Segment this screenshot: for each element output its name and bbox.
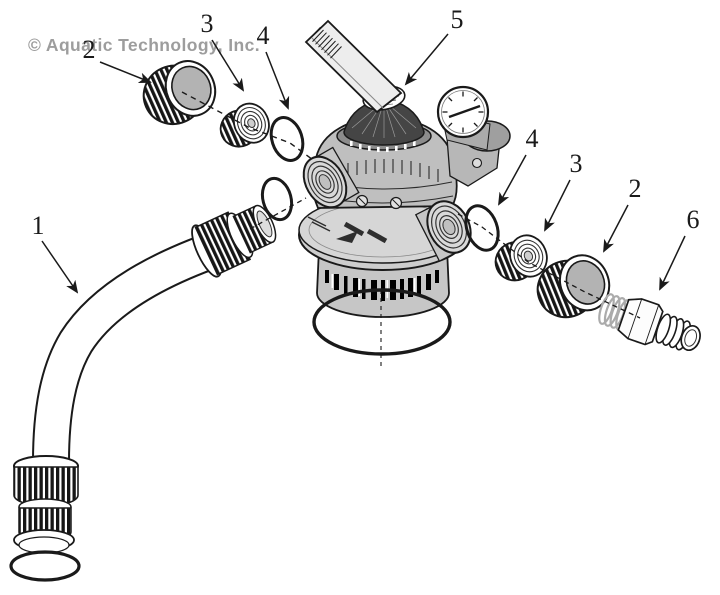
watermark-text: © Aquatic Technology, Inc. [28,35,260,55]
callout-1-arrow [41,240,79,294]
callout-2-left-label: 2 [83,35,96,64]
valve-base-oring [312,288,452,356]
callout-3-left-arrow [211,39,245,92]
hose-bottom-union-nuts [13,455,79,554]
gauge-needle [448,104,481,119]
callout-1: 1 [32,211,79,294]
callout-4-right: 4 [498,124,539,206]
callout-4-left: 4 [257,21,290,110]
callout-6-arrow [659,235,686,291]
callout-6-label: 6 [687,205,700,234]
hose-top-oring [260,176,294,222]
callout-3-left-label: 3 [201,9,214,38]
right-assembly-axis [457,213,641,319]
callout-3-left: 3 [201,9,245,92]
callout-5-label: 5 [451,5,464,34]
multiport-valve [298,19,511,318]
callout-5: 5 [404,5,464,86]
hose-assembly [9,176,307,582]
callout-2-left: 2 [83,35,152,84]
callout-1-label: 1 [32,211,45,240]
callout-4-left-arrow [265,51,290,110]
handle-grip-hatch [309,26,342,59]
union-nut-small-left [219,102,270,148]
valve-handle [304,19,403,114]
callout-5-arrow [404,33,449,86]
hose-axis-dashed-line [249,197,307,230]
callout-4-right-label: 4 [526,124,539,153]
oring-left [269,116,305,162]
valve-right-port [414,200,472,262]
callout-2-left-arrow [99,61,152,84]
cover-screws [355,194,403,210]
hose-tube [34,226,240,463]
callout-4-left-label: 4 [257,21,270,50]
callout-2-right-arrow [603,204,629,253]
union-nut-large-left [142,60,217,126]
valve-left-port [302,146,360,209]
callout-3-right-label: 3 [570,149,583,178]
hose-adapter-fitting [598,293,701,352]
bracket-screw [471,157,483,169]
callout-2-right: 2 [603,174,642,253]
union-nut-small-right [494,234,548,282]
callout-2-right-label: 2 [629,174,642,203]
callout-3-right: 3 [544,149,583,232]
oring-right [464,204,500,252]
gauge-ticks [442,91,484,133]
pressure-gauge [436,85,511,152]
callout-3-right-arrow [544,179,571,232]
callout-6: 6 [659,205,700,291]
hose-bottom-oring [9,550,81,582]
adapter-hex-nut [617,298,664,346]
callout-4-right-arrow [498,154,527,206]
flange-direction-marks [307,216,388,244]
hose-top-union-nuts [191,204,277,278]
